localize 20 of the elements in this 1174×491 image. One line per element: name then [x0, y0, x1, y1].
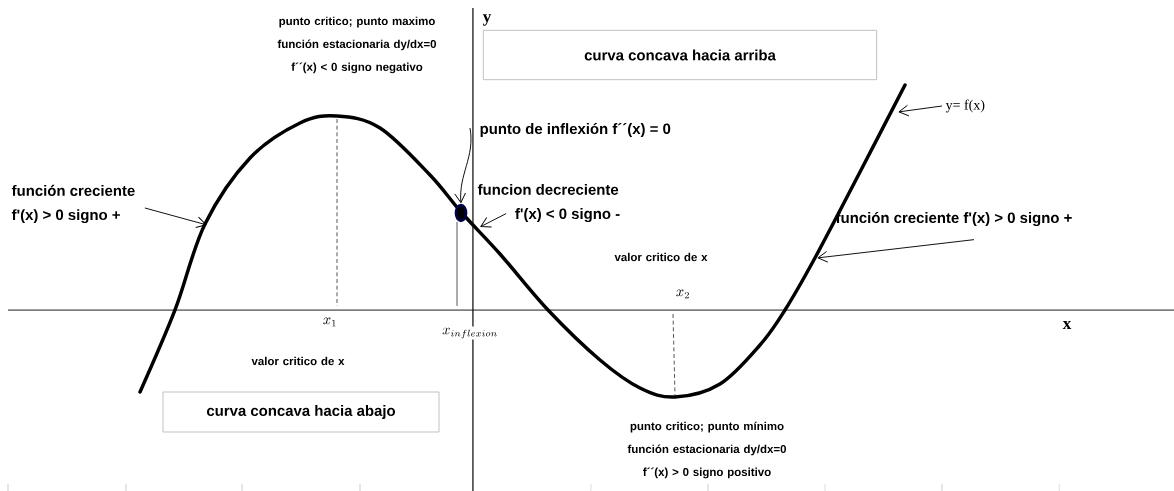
text-box: curva concava hacia arriba — [482, 29, 878, 81]
arrow — [817, 239, 975, 263]
axis-value: $x_{1}$ — [321, 316, 339, 328]
arrow — [480, 213, 507, 228]
annotation: función creciente f'(x) > 0 signo + — [11, 184, 135, 224]
annotation: valor critico de x — [614, 252, 708, 262]
arrow — [454, 127, 472, 204]
annotation: valor critico de x — [251, 356, 345, 366]
axis-value: $x_{inflexion}$ — [440, 326, 500, 340]
text-box: curva concava hacia abajo — [162, 391, 440, 433]
axis-label: x — [1062, 321, 1072, 329]
axis-value: $x_{2}$ — [674, 288, 692, 300]
annotation: punto critico; punto maximo función estacionaria dy/dx=0 f´´(x) < 0 signo negativo — [277, 16, 436, 74]
arrow — [898, 104, 943, 117]
arrow — [144, 207, 207, 228]
inflection-point — [454, 203, 468, 223]
curve-label: y= f(x) — [945, 99, 985, 113]
annotation: punto de inflexión f´´(x) = 0 — [480, 122, 671, 137]
annotation: funcion decreciente f'(x) < 0 signo - — [477, 183, 620, 223]
annotation: punto critico; punto mínimo función estacionaria dy/dx=0 f´´(x) > 0 signo positivo — [627, 421, 786, 479]
